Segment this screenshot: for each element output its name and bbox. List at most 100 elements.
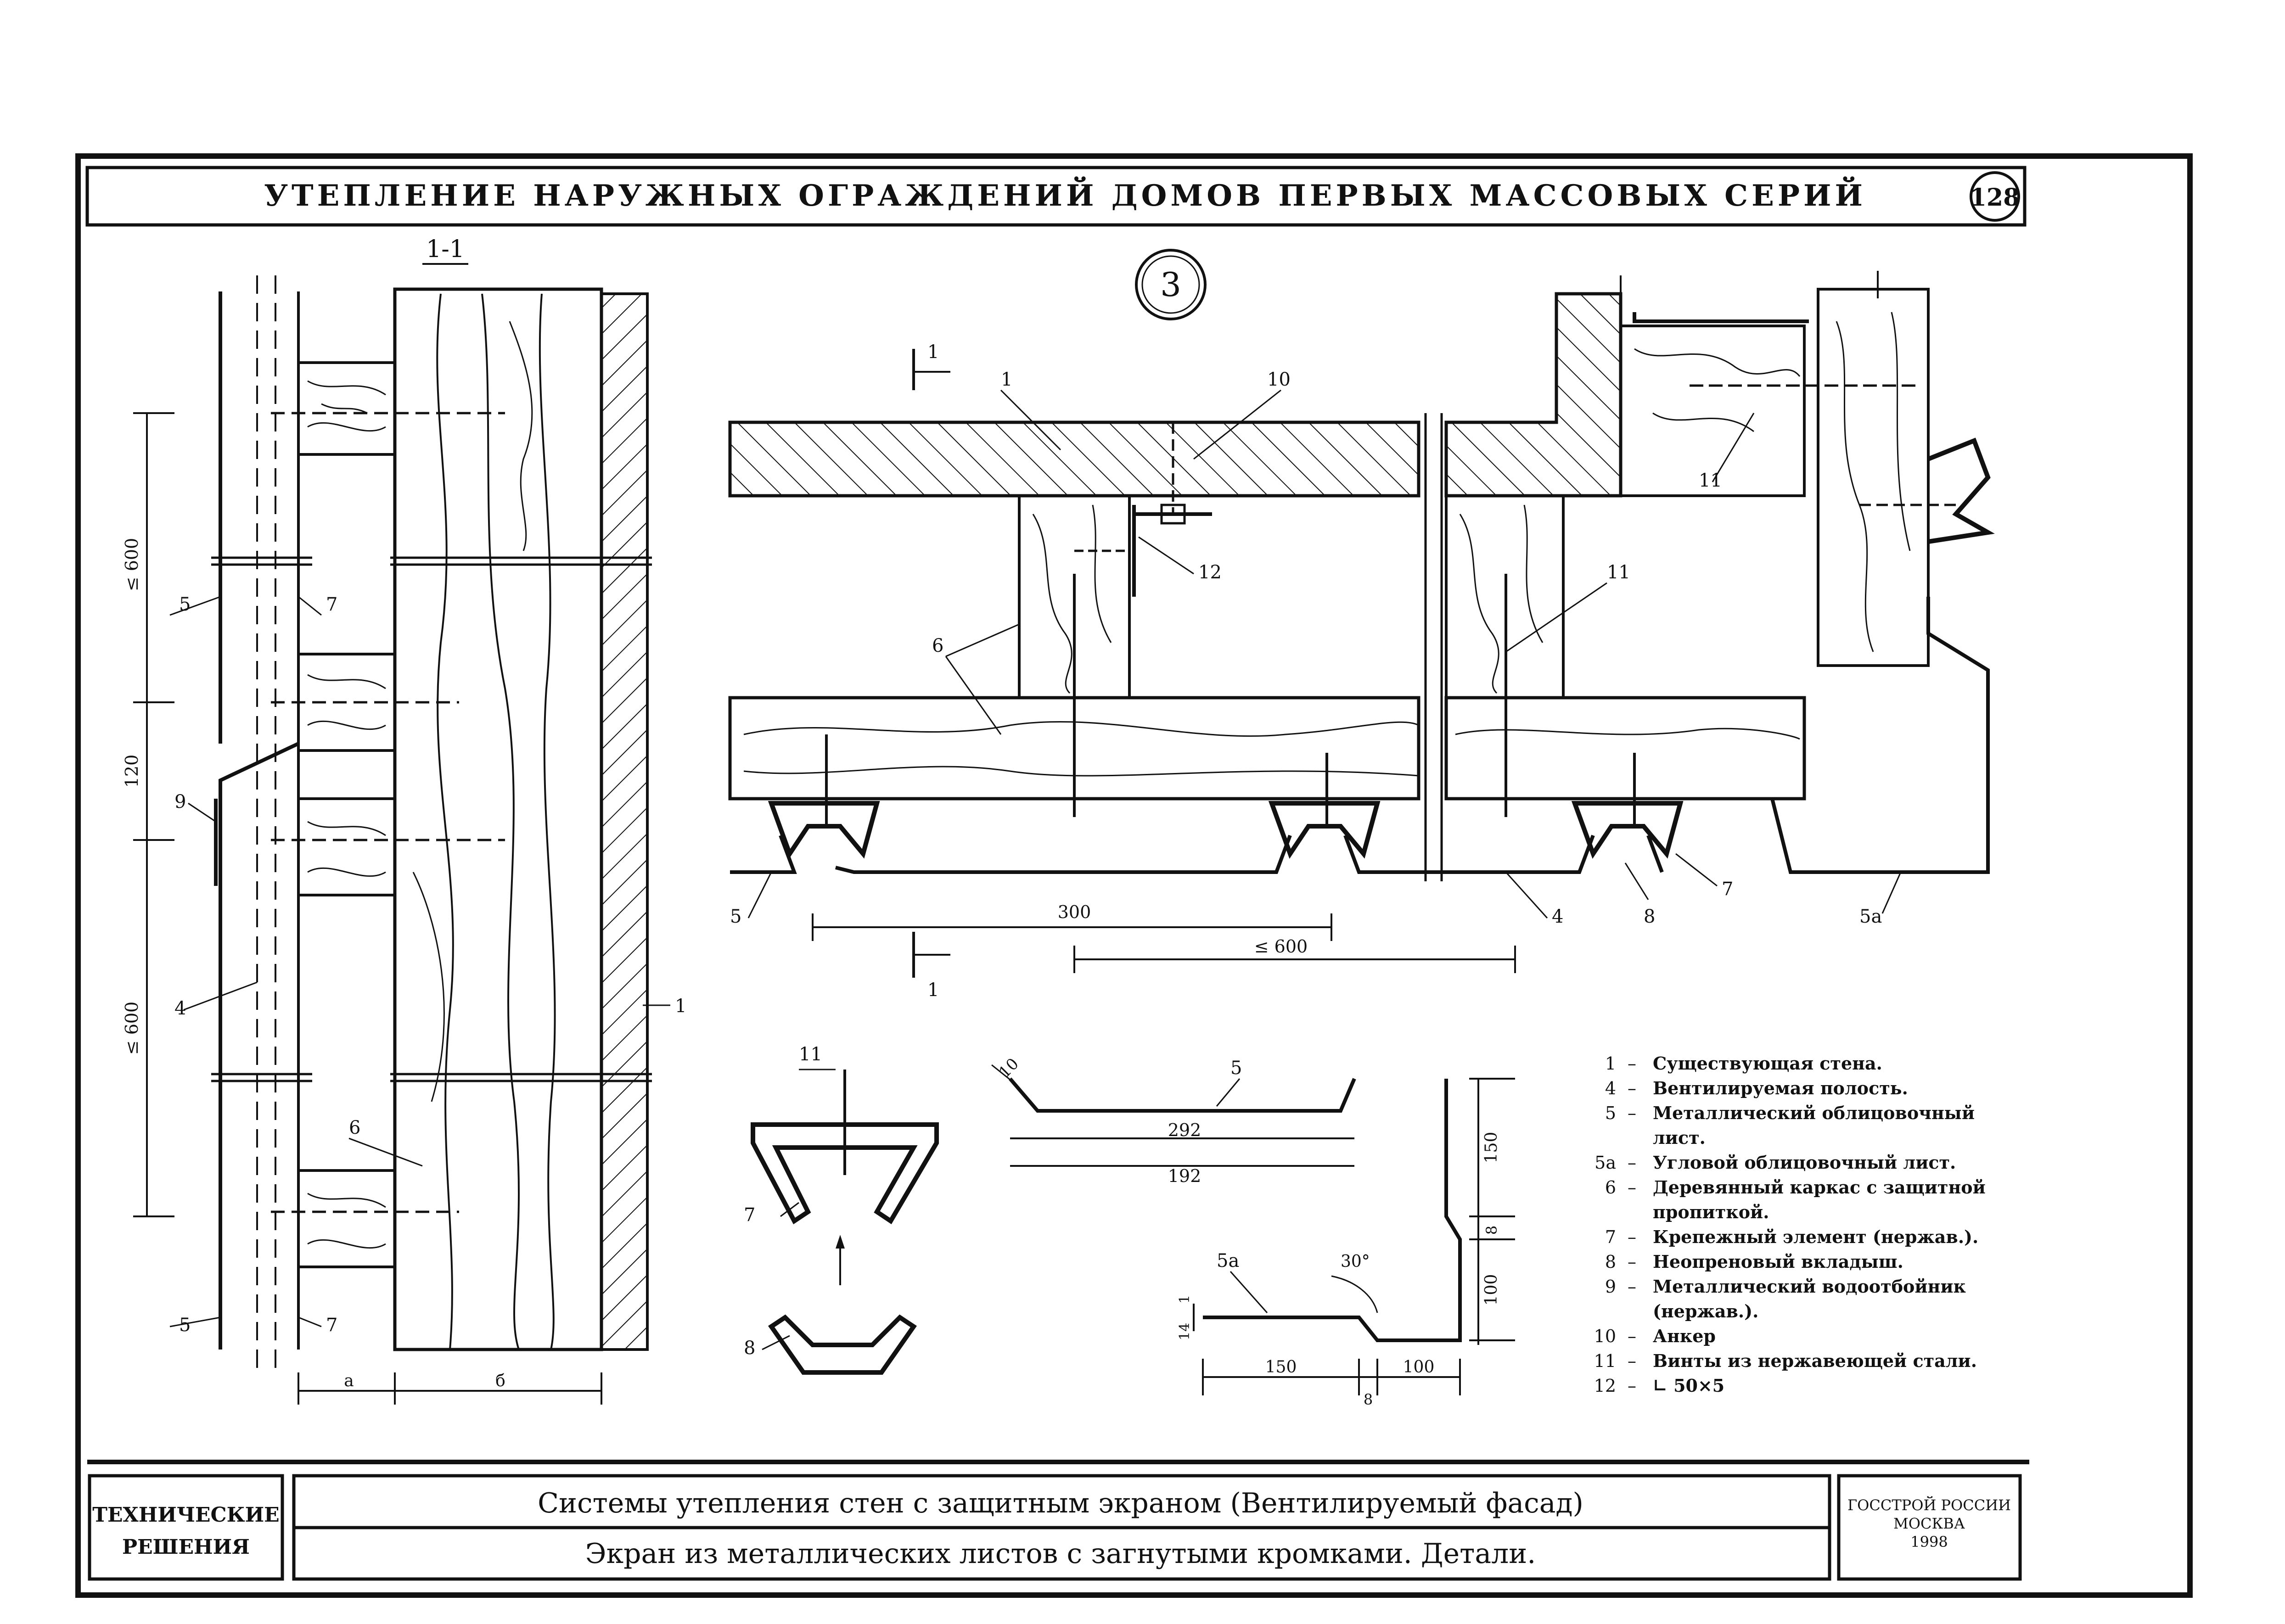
legend-text: ∟ 50×5 [1653, 1375, 1724, 1396]
svg-text:8: 8 [744, 1338, 755, 1359]
svg-text:1: 1 [927, 980, 939, 1001]
legend-text: Металлический облицовочный [1653, 1103, 1975, 1123]
svg-text:4: 4 [174, 998, 186, 1019]
legend-text: Деревянный каркас с защитной [1653, 1177, 1986, 1198]
svg-text:7: 7 [744, 1204, 755, 1226]
system-title: Системы утепления стен с защитным экрано… [538, 1487, 1583, 1519]
legend-text: Винты из нержавеющей стали. [1653, 1350, 1977, 1371]
legend-number: 7 [1605, 1227, 1616, 1247]
legend-dash: – [1628, 1277, 1636, 1297]
svg-text:1: 1 [1001, 369, 1012, 390]
svg-text:100: 100 [1482, 1274, 1501, 1306]
legend-number: 5а [1594, 1153, 1616, 1173]
org-year: 1998 [1910, 1533, 1948, 1551]
legend-number: 11 [1594, 1351, 1616, 1371]
legend-dash: – [1628, 1376, 1636, 1396]
legend-dash: – [1628, 1252, 1636, 1272]
legend-dash: – [1628, 1103, 1636, 1123]
page-number-circle [1970, 171, 2020, 222]
legend-text: Металлический водоотбойник [1653, 1276, 1966, 1297]
svg-text:5а: 5а [1217, 1250, 1239, 1271]
legend-number: 12 [1594, 1376, 1616, 1396]
svg-text:10: 10 [995, 1054, 1022, 1081]
svg-text:7: 7 [1722, 879, 1733, 900]
svg-text:≤ 600: ≤ 600 [1254, 936, 1308, 957]
svg-text:1: 1 [927, 342, 939, 363]
svg-text:5: 5 [179, 594, 191, 615]
legend-dash: – [1628, 1153, 1636, 1173]
svg-text:б: б [495, 1372, 505, 1390]
page-number: 128 [1970, 184, 2020, 212]
svg-text:30°: 30° [1341, 1252, 1370, 1271]
svg-text:11: 11 [799, 1044, 822, 1065]
existing-wall-plan [728, 420, 1420, 498]
legend-dash: – [1628, 1078, 1636, 1098]
profile-5-detail: 5 10 292 192 [991, 1054, 1356, 1186]
section-1-1: 1-1 [122, 235, 686, 1405]
legend-dash: – [1628, 1227, 1636, 1247]
svg-text:8: 8 [1364, 1391, 1373, 1408]
svg-text:6: 6 [349, 1117, 360, 1138]
svg-text:11: 11 [1607, 562, 1630, 583]
svg-text:8: 8 [1644, 906, 1655, 927]
org-line1: ГОССТРОЙ РОССИИ [1847, 1496, 2011, 1514]
legend-number: 9 [1605, 1277, 1616, 1297]
section-label: 1-1 [426, 235, 465, 263]
drip-flashing [219, 742, 299, 881]
legend-number: 6 [1605, 1177, 1616, 1198]
detail-title: Экран из металлических листов с загнутым… [585, 1538, 1536, 1570]
svg-text:100: 100 [1403, 1358, 1435, 1377]
clip-profiles [768, 801, 1684, 859]
left-dimensions [133, 412, 602, 1405]
svg-text:150: 150 [1265, 1358, 1297, 1377]
category-line1: ТЕХНИЧЕСКИЕ [92, 1503, 279, 1527]
svg-text:7: 7 [326, 594, 337, 615]
clip-detail: 11 7 8 [744, 1044, 939, 1375]
svg-text:12: 12 [1198, 562, 1222, 583]
svg-text:300: 300 [1058, 902, 1091, 922]
org-line2: МОСКВА [1893, 1515, 1965, 1532]
svg-text:а: а [344, 1372, 354, 1390]
profile-5a-detail: 5а 30° 150 8 100 150 100 8 1 14 [1177, 1078, 1515, 1408]
svg-text:11: 11 [1699, 470, 1722, 491]
legend-text: лист. [1653, 1127, 1706, 1148]
legend-dash: – [1628, 1351, 1636, 1371]
svg-text:5: 5 [1230, 1058, 1242, 1079]
svg-text:8: 8 [1483, 1226, 1500, 1235]
svg-text:6: 6 [932, 635, 943, 656]
steel-angle [1132, 505, 1212, 597]
legend-text: Крепежный элемент (нержав.). [1653, 1226, 1978, 1247]
existing-wall [600, 292, 649, 1351]
wooden-frame [393, 287, 603, 1351]
legend-number: 4 [1605, 1078, 1616, 1098]
sheet-title: УТЕПЛЕНИЕ НАРУЖНЫХ ОГРАЖДЕНИЙ ДОМОВ ПЕРВ… [264, 176, 1866, 213]
svg-text:120: 120 [122, 755, 142, 788]
legend-number: 5 [1605, 1103, 1616, 1123]
svg-text:5: 5 [730, 906, 741, 927]
legend-text: Существующая стена. [1653, 1053, 1882, 1074]
svg-text:14: 14 [1177, 1323, 1193, 1340]
detail-number-circle [1135, 249, 1207, 320]
legend-text: (нержав.). [1653, 1301, 1758, 1322]
legend-dash: – [1628, 1326, 1636, 1346]
svg-text:5: 5 [179, 1315, 191, 1336]
cladding-plan [730, 834, 1664, 874]
svg-text:10: 10 [1267, 369, 1291, 390]
legend-text: Угловой облицовочный лист. [1653, 1152, 1956, 1173]
svg-text:1: 1 [1177, 1295, 1193, 1304]
legend-text: пропиткой. [1653, 1202, 1769, 1222]
legend-number: 1 [1605, 1053, 1616, 1074]
legend-text: Неопреновый вкладыш. [1653, 1251, 1903, 1272]
legend: 1–Существующая стена.4–Вентилируемая пол… [1594, 1053, 1986, 1396]
svg-text:150: 150 [1482, 1132, 1501, 1164]
svg-text:≤ 600: ≤ 600 [122, 1002, 142, 1055]
legend-dash: – [1628, 1177, 1636, 1198]
screws-left [271, 412, 505, 1213]
plan-detail: 1 1 [728, 271, 1995, 1001]
svg-text:292: 292 [1168, 1120, 1201, 1140]
svg-text:9: 9 [174, 791, 186, 812]
svg-text:4: 4 [1552, 906, 1563, 927]
svg-text:7: 7 [326, 1315, 337, 1336]
legend-number: 8 [1605, 1252, 1616, 1272]
legend-dash: – [1628, 1053, 1636, 1074]
